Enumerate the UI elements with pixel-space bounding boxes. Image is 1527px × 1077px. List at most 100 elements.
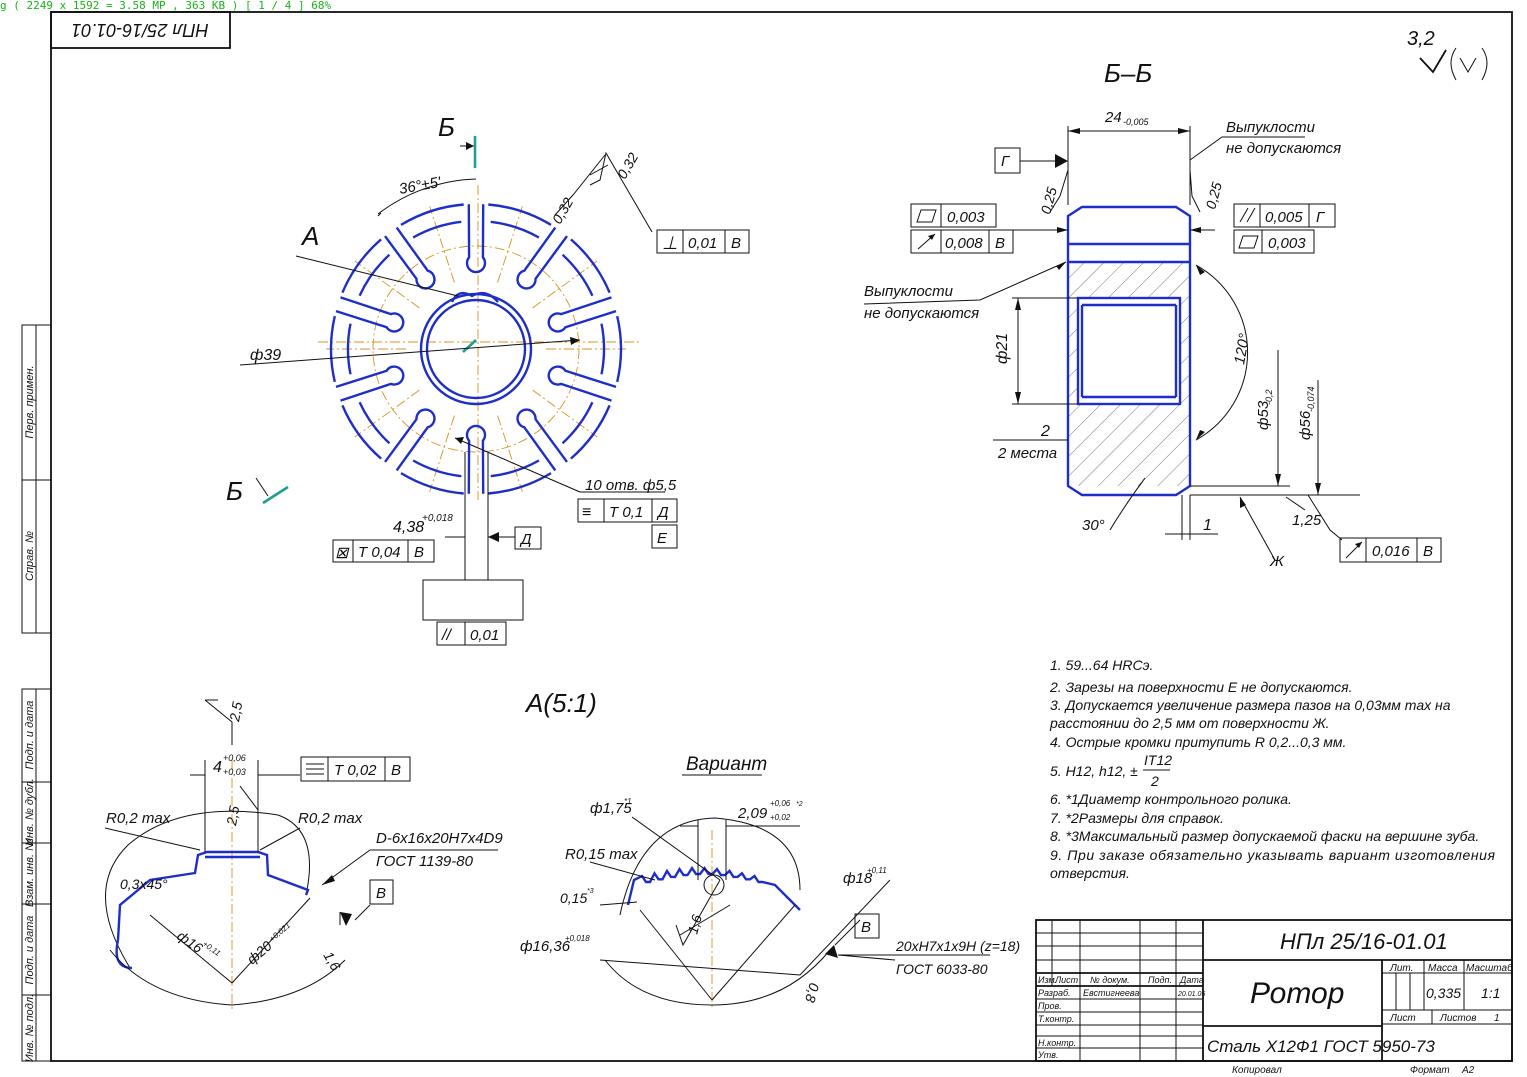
svg-text:Т 0,02: Т 0,02 — [334, 762, 377, 779]
svg-text:0,005: 0,005 — [1265, 209, 1303, 226]
section-dia-56: ф56 — [1297, 410, 1314, 440]
section-dia-53: ф53 — [1255, 400, 1272, 430]
variant-dim-209-dn: +0,02 — [770, 813, 791, 822]
section-angle-30: 30° — [1082, 517, 1105, 534]
note-5: 5. Н12, h12, ± — [1050, 763, 1138, 779]
svg-text:0,003: 0,003 — [947, 209, 985, 226]
section-dim-125: 1,25 — [1292, 512, 1322, 529]
tb-massa: Масса — [1428, 963, 1458, 974]
variant-title: Вариант — [686, 754, 767, 775]
svg-text:В: В — [995, 235, 1005, 252]
side-label-sprav: Справ. № — [24, 531, 36, 581]
tb-sheets: Листов — [1439, 1013, 1476, 1024]
detail-title: А(5:1) — [524, 688, 597, 718]
tb-sheet: Лист — [1389, 1013, 1416, 1024]
fcf-symmetry-detail: Т 0,02 В — [300, 756, 411, 782]
section-note-top-2: не допускаются — [1226, 140, 1341, 157]
tb-row-nkontr: Н.контр. — [1038, 1038, 1076, 1048]
sheet-frame — [21, 11, 1513, 1062]
datum-g-box: Г — [1001, 153, 1011, 170]
svg-text:Г: Г — [1316, 209, 1326, 226]
section-dia-56-tol: -0,074 — [1306, 386, 1316, 412]
section-width-24: 24 — [1104, 109, 1122, 126]
variant-datum-b: В — [854, 913, 880, 939]
detail-a-r-right: R0,2 max — [298, 810, 363, 827]
side-label-vzam: Взам. инв. № — [24, 839, 36, 907]
title-block-texts: НПл 25/16-01.01 Ротор Сталь Х12Ф1 ГОСТ 5… — [1037, 929, 1513, 1076]
svg-text:0,008: 0,008 — [945, 235, 983, 252]
note-8: 8. *3Максимальный размер допускаемой фас… — [1050, 828, 1479, 844]
fcf-parallelism-right: 0,005 Г — [1233, 203, 1336, 228]
tb-sheets-val: 1 — [1494, 1013, 1500, 1024]
width-dim-438: 4,38 — [393, 519, 424, 536]
fcf-symmetry-front: ≡ Т 0,1 Д — [577, 498, 678, 523]
front-view — [239, 136, 665, 621]
svg-text:В: В — [1423, 543, 1433, 560]
variant-dim-209-up: +0,06 — [770, 799, 791, 808]
section-rough-left: 0,25 — [1037, 185, 1060, 216]
note-9b: отверстия. — [1050, 865, 1130, 881]
section-dim-2: 2 — [1040, 423, 1050, 440]
variant-dim-209-note: *2 — [796, 801, 803, 808]
side-label-podp1: Подп. и дата — [24, 701, 36, 770]
note-9a: 9. При заказе обязательно указывать вари… — [1050, 847, 1496, 863]
svg-text:Е: Е — [657, 530, 668, 547]
section-view — [863, 126, 1360, 561]
note-2: 2. Зарезы на поверхности Е не допускаютс… — [1049, 679, 1353, 695]
section-mark-b-bottom: Б — [226, 476, 243, 506]
fcf-perpendicularity: ⊥ 0,01 В — [656, 229, 750, 254]
datum-e-box: Е — [651, 524, 678, 549]
side-label-dubl: Инв. № дубл. — [24, 778, 36, 846]
tb-format-val: A2 — [1461, 1065, 1475, 1076]
section-title: Б–Б — [1104, 58, 1152, 88]
svg-text:Т 0,04: Т 0,04 — [358, 544, 401, 561]
tb-col-date: Дата — [1179, 975, 1204, 985]
fcf-flatness-left: 0,003 — [910, 203, 997, 228]
title-block — [1035, 919, 1513, 1062]
note-5-den: 2 — [1150, 773, 1159, 789]
detail-a-slot-4: 4 — [213, 759, 222, 776]
tb-material: Сталь Х12Ф1 ГОСТ 5950-73 — [1207, 1037, 1435, 1056]
note-3b: расстоянии до 2,5 мм от поверхности Ж. — [1049, 715, 1330, 731]
detail-a-rough-16: 1,6 — [320, 949, 344, 974]
variant-dia-1636-tol: +0,018 — [565, 934, 590, 943]
tb-razrab-date: 20.01.05 — [1177, 991, 1205, 998]
variant-rough-16: 1,6 — [684, 913, 705, 936]
section-dia-21: ф21 — [994, 333, 1011, 364]
svg-text:В: В — [376, 885, 386, 902]
tb-part-name: Ротор — [1250, 977, 1344, 1010]
variant-spline-2: ГОСТ 6033-80 — [896, 961, 988, 977]
section-mark-zh: Ж — [1269, 553, 1285, 570]
tb-col-doc: № докум. — [1090, 975, 1130, 985]
tb-kopiroval: Копировал — [1232, 1065, 1282, 1076]
section-dim-1: 1 — [1203, 517, 1212, 534]
general-roughness-symbol: 3,2 — [1407, 28, 1488, 81]
holes-note: 10 отв. ф5,5 — [585, 477, 677, 494]
variant-dia-18-tol: +0,11 — [867, 866, 887, 875]
roughness-032-b: 0,32 — [614, 150, 642, 182]
tb-lit: Лит. — [1389, 963, 1413, 974]
detail-a-dia-20-tol: +0,021 — [268, 921, 293, 944]
variant-rough-08: 0,8 — [802, 981, 823, 1004]
detail-a-dia-16-tol: +0,11 — [201, 939, 222, 958]
fcf-runout-bottom: 0,016 В — [1339, 537, 1442, 563]
variant-dia-18: ф18 — [843, 870, 873, 887]
viewer-status-text: g ( 2249 x 1592 = 3.58 MP , 363 KB ) [ 1… — [0, 0, 332, 12]
tb-col-list: Лист — [1054, 975, 1079, 985]
detail-a-datum-b: В — [369, 879, 394, 905]
detail-a-spline-2: ГОСТ 1139-80 — [376, 853, 474, 870]
width-dim-438-tol: +0,018 — [422, 513, 453, 524]
section-mark-a: А — [300, 221, 319, 251]
note-5-num: IT12 — [1144, 752, 1172, 768]
variant-spline-1: 20хН7х1х9Н (z=18) — [895, 938, 1020, 954]
fcf-runout-left: 0,008 В — [910, 229, 1014, 254]
svg-text:Д: Д — [519, 531, 532, 548]
detail-a-slot-up: +0,06 — [223, 753, 246, 763]
svg-text://: // — [441, 627, 452, 644]
angle-dim-36: 36°±5' — [398, 174, 444, 198]
tb-designation: НПл 25/16-01.01 — [1280, 929, 1448, 954]
detail-a-slot-dn: +0,03 — [223, 767, 246, 777]
tb-col-sign: Подп. — [1148, 975, 1172, 985]
dia-39-label: ф39 — [250, 347, 281, 364]
